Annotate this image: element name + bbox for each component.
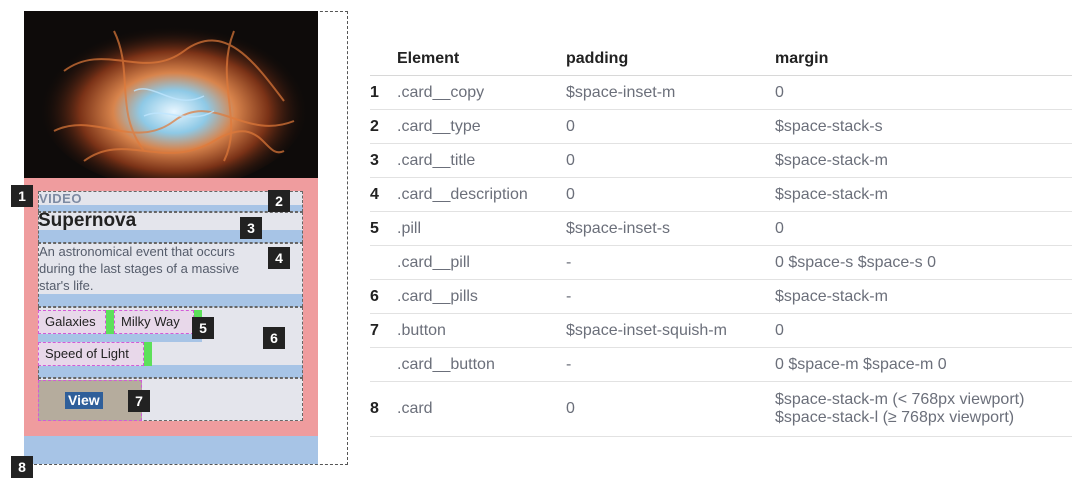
title-outline bbox=[38, 212, 303, 243]
badge-2: 2 bbox=[268, 190, 290, 212]
row-element: .card__title bbox=[397, 143, 566, 178]
pill-milky-way[interactable]: Milky Way bbox=[114, 310, 194, 334]
badge-3: 3 bbox=[240, 217, 262, 239]
row-padding: 0 bbox=[566, 177, 775, 212]
row-element: .card__pill bbox=[397, 245, 566, 280]
row-margin: 0 $space-m $space-m 0 bbox=[775, 347, 1072, 382]
header-element: Element bbox=[397, 42, 566, 76]
row-num bbox=[370, 347, 397, 382]
row-element: .card__pills bbox=[397, 279, 566, 314]
type-region bbox=[38, 191, 303, 205]
row-padding: 0 bbox=[566, 381, 775, 437]
table-row: 2 .card__type 0 $space-stack-s bbox=[370, 109, 1072, 144]
row-num: 1 bbox=[370, 75, 397, 110]
card-title: Supernova bbox=[38, 210, 137, 231]
row-element: .button bbox=[397, 313, 566, 348]
badge-8: 8 bbox=[11, 456, 33, 478]
row-margin: 0 bbox=[775, 211, 1072, 246]
table-row: 3 .card__title 0 $space-stack-m bbox=[370, 143, 1072, 178]
row-element: .card__description bbox=[397, 177, 566, 212]
pill-margin-bottom bbox=[114, 334, 202, 342]
table-row: 8 .card 0 $space-stack-m (< 768px viewpo… bbox=[370, 381, 1072, 437]
table-row: 6 .card__pills - $space-stack-m bbox=[370, 279, 1072, 314]
row-margin: $space-stack-m bbox=[775, 177, 1072, 212]
view-button-label: View bbox=[65, 392, 103, 409]
pills-margin bbox=[38, 365, 303, 378]
table-row: 4 .card__description 0 $space-stack-m bbox=[370, 177, 1072, 212]
row-padding: - bbox=[566, 245, 775, 280]
row-num: 6 bbox=[370, 279, 397, 314]
row-padding: - bbox=[566, 279, 775, 314]
type-margin bbox=[38, 205, 303, 212]
table-row: .card__pill - 0 $space-s $space-s 0 bbox=[370, 245, 1072, 280]
row-padding: $space-inset-s bbox=[566, 211, 775, 246]
spacing-table: Element padding margin 1 .card__copy $sp… bbox=[370, 42, 1072, 437]
supernova-image bbox=[24, 11, 318, 178]
row-num: 3 bbox=[370, 143, 397, 178]
row-element: .card__type bbox=[397, 109, 566, 144]
row-margin: $space-stack-m bbox=[775, 279, 1072, 314]
row-num: 8 bbox=[370, 381, 397, 437]
table-row: .card__button - 0 $space-m $space-m 0 bbox=[370, 347, 1072, 382]
row-padding: 0 bbox=[566, 109, 775, 144]
table-header-row: Element padding margin bbox=[370, 42, 1072, 76]
row-margin-cell: $space-stack-m (< 768px viewport) $space… bbox=[775, 381, 1072, 437]
pill-speed-of-light[interactable]: Speed of Light bbox=[38, 342, 144, 366]
title-region bbox=[38, 212, 303, 230]
title-margin bbox=[38, 230, 303, 243]
row-element: .card bbox=[397, 381, 566, 437]
header-padding: padding bbox=[566, 42, 775, 76]
row-num: 4 bbox=[370, 177, 397, 212]
row-margin: 0 bbox=[775, 313, 1072, 348]
badge-5: 5 bbox=[192, 317, 214, 339]
pill-margin-right bbox=[144, 342, 152, 366]
pill-margin-bottom bbox=[38, 334, 114, 342]
row-padding: $space-inset-m bbox=[566, 75, 775, 110]
header-num bbox=[370, 42, 397, 76]
badge-1: 1 bbox=[11, 185, 33, 207]
card-description: An astronomical event that occurs during… bbox=[39, 244, 240, 293]
badge-7: 7 bbox=[128, 390, 150, 412]
row-element: .pill bbox=[397, 211, 566, 246]
row-margin: $space-stack-m (< 768px viewport) bbox=[775, 391, 1025, 408]
row-padding: $space-inset-squish-m bbox=[566, 313, 775, 348]
description-region bbox=[38, 243, 303, 294]
description-margin bbox=[38, 294, 303, 307]
table-row: 5 .pill $space-inset-s 0 bbox=[370, 211, 1072, 246]
header-margin: margin bbox=[775, 42, 1072, 76]
row-padding: - bbox=[566, 347, 775, 382]
table-row: 7 .button $space-inset-squish-m 0 bbox=[370, 313, 1072, 348]
badge-6: 6 bbox=[263, 327, 285, 349]
row-margin: 0 $space-s $space-s 0 bbox=[775, 245, 1072, 280]
row-element: .card__button bbox=[397, 347, 566, 382]
type-outline bbox=[38, 191, 303, 212]
row-margin: 0 bbox=[775, 75, 1072, 110]
row-num: 5 bbox=[370, 211, 397, 246]
row-margin-line2: $space-stack-l (≥ 768px viewport) bbox=[775, 409, 1015, 426]
row-num: 7 bbox=[370, 313, 397, 348]
row-margin: $space-stack-s bbox=[775, 109, 1072, 144]
row-margin: $space-stack-m bbox=[775, 143, 1072, 178]
row-num: 2 bbox=[370, 109, 397, 144]
row-element: .card__copy bbox=[397, 75, 566, 110]
badge-4: 4 bbox=[268, 247, 290, 269]
pill-galaxies[interactable]: Galaxies bbox=[38, 310, 106, 334]
pill-margin-right bbox=[106, 310, 114, 334]
row-padding: 0 bbox=[566, 143, 775, 178]
row-num bbox=[370, 245, 397, 280]
card-stack-margin bbox=[24, 436, 318, 464]
view-button[interactable] bbox=[38, 380, 142, 421]
card-type: VIDEO bbox=[39, 191, 82, 206]
description-outline bbox=[38, 243, 303, 307]
table-row: 1 .card__copy $space-inset-m 0 bbox=[370, 75, 1072, 110]
